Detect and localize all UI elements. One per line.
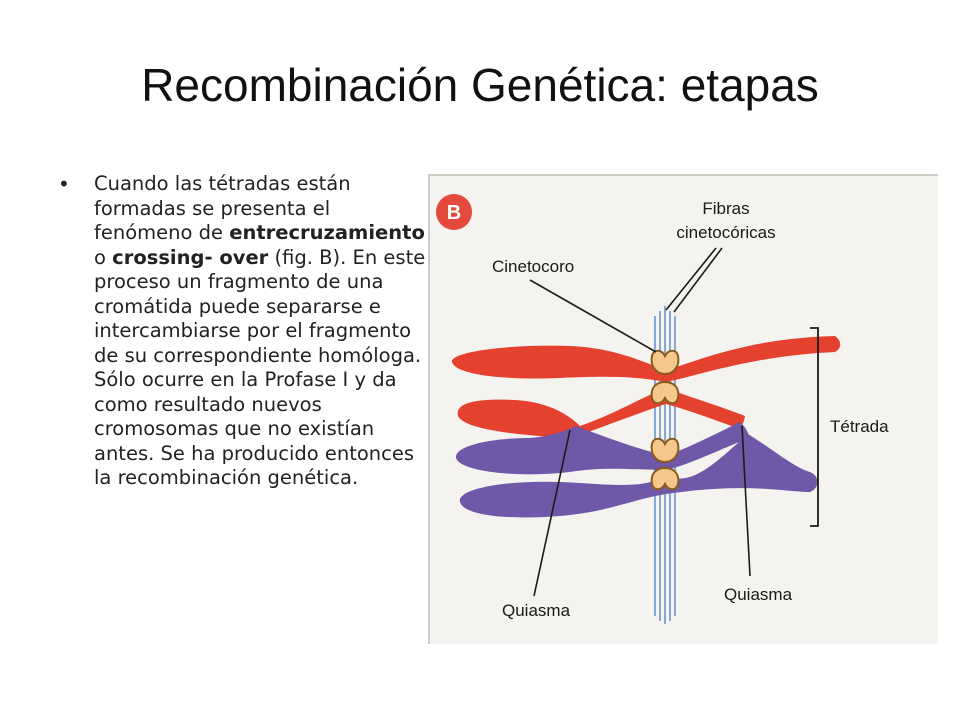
kinetochore-4 <box>650 466 680 491</box>
kinetochore-1 <box>650 349 680 376</box>
label-cinetocoricas: cinetocóricas <box>676 223 775 242</box>
chromatid-red-top <box>451 336 841 382</box>
body-text-3: (fig. B). En este proceso un fragmento d… <box>94 245 426 490</box>
bullet-list: Cuando las tétradas están formadas se pr… <box>58 172 430 491</box>
figure-badge-letter: B <box>447 202 461 224</box>
label-fibras: Fibras <box>702 199 749 218</box>
tetrad-diagram: B Fibras cinetocóricas Cinetocoro Tétrad… <box>436 194 889 624</box>
chromatid-purple-bottom <box>459 434 818 518</box>
label-quiasma-right: Quiasma <box>724 585 793 604</box>
chromatid-purple-top <box>455 422 750 475</box>
kinetochore-3 <box>650 437 680 464</box>
crossing-over-figure: B Fibras cinetocóricas Cinetocoro Tétrad… <box>428 174 938 644</box>
term-entrecruzamiento: entrecruzamiento <box>229 221 425 244</box>
label-tetrada: Tétrada <box>830 417 889 436</box>
kinetochore-2 <box>650 380 680 405</box>
figure-badge <box>436 194 472 230</box>
term-crossing-over: crossing- over <box>112 245 269 269</box>
body-text-1: Cuando las tétradas están formadas se pr… <box>94 172 351 244</box>
label-pointer-lines <box>529 247 751 597</box>
label-quiasma-left: Quiasma <box>502 601 571 620</box>
body-text-2: o <box>94 245 113 269</box>
label-cinetocoro: Cinetocoro <box>492 257 574 276</box>
slide-title: Recombinación Genética: etapas <box>141 59 819 111</box>
chromatid-red-bottom <box>457 388 745 438</box>
bullet-item: Cuando las tétradas están formadas se pr… <box>58 172 430 491</box>
kinetochores <box>650 349 680 491</box>
tetrad-bracket <box>810 327 819 527</box>
